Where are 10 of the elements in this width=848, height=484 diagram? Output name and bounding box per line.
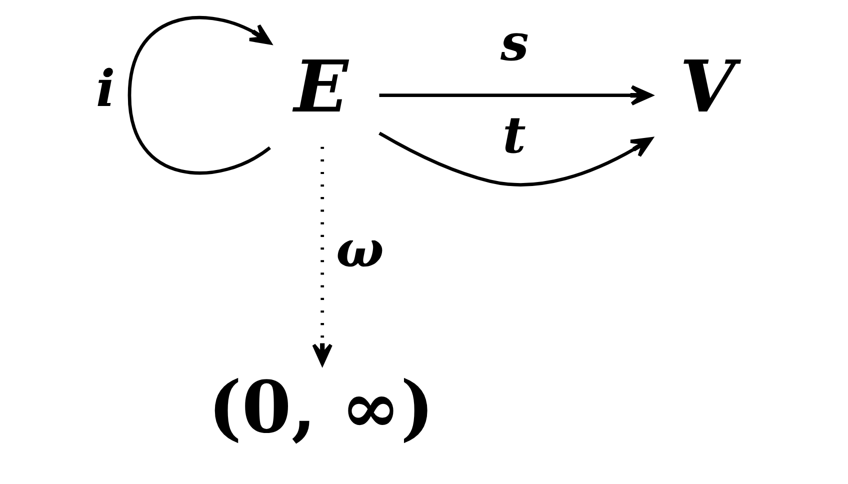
node-text: (0, ∞) xyxy=(208,365,434,450)
arrow xyxy=(128,16,272,175)
arrow xyxy=(312,146,332,366)
edge-label: i xyxy=(96,59,116,118)
edge-label: t xyxy=(502,105,526,164)
node-text: E xyxy=(294,44,348,128)
edge-label: ω xyxy=(336,220,384,279)
arrow xyxy=(379,85,653,106)
edge-label: s xyxy=(500,13,529,72)
arrow xyxy=(378,132,653,186)
